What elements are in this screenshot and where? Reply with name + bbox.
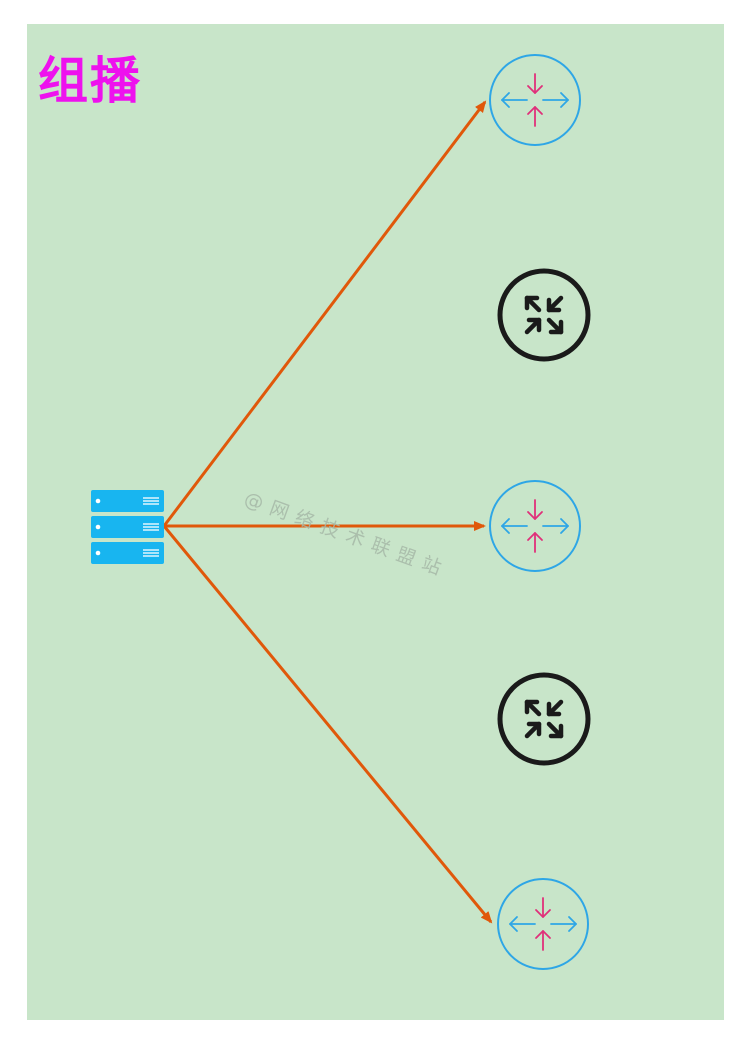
switch-icon bbox=[497, 672, 591, 766]
edge-server-router-top bbox=[162, 100, 487, 527]
diagram-title: 组播 bbox=[38, 51, 142, 110]
server-icon bbox=[91, 490, 164, 564]
edges bbox=[162, 100, 493, 924]
router-icon bbox=[497, 878, 589, 970]
router-icon bbox=[489, 54, 581, 146]
switch-icon bbox=[497, 268, 591, 362]
router-icon bbox=[489, 480, 581, 572]
edge-server-router-bottom bbox=[162, 525, 493, 924]
